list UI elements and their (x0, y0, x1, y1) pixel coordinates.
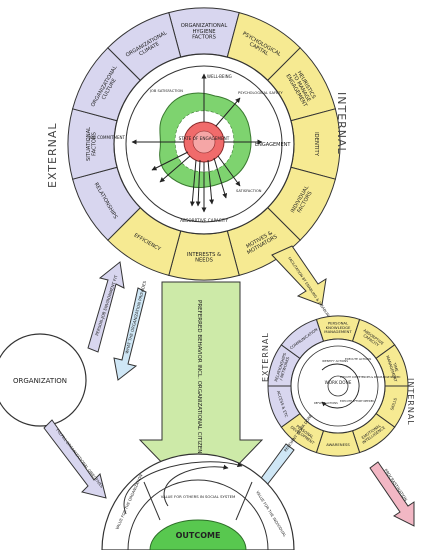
main-internal-label: INTERNAL (335, 92, 348, 155)
objectives-arrow: FULFILL ORGANIZATIONAL OBJECTIVES (43, 419, 107, 499)
work-inner-2: EXECUTE COMPETENCIES & KNOWLEDGE NEEDED (340, 376, 400, 379)
main-segment-label: SITUATIONALFACTORS (86, 127, 98, 161)
return-arrow-1 (163, 464, 229, 507)
fit-label: PERSON-JOB ENVIRONMENT FIT (94, 274, 119, 336)
provides-arrow: WHAT THE ORGANIZATION PROVIDES (113, 280, 147, 381)
main-segment-label: INTERESTS &NEEDS (187, 252, 221, 264)
engagement-pink-core (192, 130, 216, 154)
objectives-label: FULFILL ORGANIZATIONAL OBJECTIVES (55, 428, 105, 490)
work-inner-1: EXECUTE ACTIONS (345, 357, 371, 361)
label-well-being: WELL-BEING (207, 74, 232, 79)
work-inner-4: REFLECT ACTIONS (314, 401, 338, 405)
work-cycle-arrow (321, 363, 360, 409)
work-segment-label: AWARENESS (326, 442, 350, 447)
work-inner-0: IDENTIFY ACTIONS (322, 359, 348, 363)
label-absorptive-capacity: ABSORPTIVE CAPACITY (180, 218, 228, 223)
work-segment-label: SKILLS (389, 397, 398, 411)
label-psychological-safety: PSYCHOLOGICAL SAFETY (238, 91, 283, 95)
core-label: STATE OF ENGAGEMENT (179, 136, 230, 141)
preferred-behavior-label: PREFERRED BEHAVIOR INCL. ORGANIZATIONAL … (196, 300, 202, 496)
provides-label: WHAT THE ORGANIZATION PROVIDES (124, 280, 147, 354)
fit-arrow: PERSON-JOB ENVIRONMENT FIT (87, 261, 125, 353)
outcome-core (149, 519, 247, 550)
work-internal-label: INTERNAL (406, 378, 415, 426)
organization-node: ORGANIZATION (0, 333, 87, 427)
outcome-arc-1: VALUE FOR OTHERS IN SOCIAL SYSTEM (161, 494, 236, 499)
outcome-inner-ring (127, 479, 269, 550)
main-external-label: EXTERNAL (46, 123, 59, 189)
outcome-label: OUTCOME (176, 531, 221, 540)
return-arrow-2 (123, 461, 243, 515)
work-core (327, 375, 349, 397)
label-engagement: ENGAGEMENT (255, 142, 291, 148)
outcome: OUTCOME VALUE FOR THE ORGANIZATION VALUE… (101, 453, 295, 550)
outcome-divider-2 (235, 481, 253, 521)
work-done-label: WORK DONE (325, 380, 352, 385)
label-job-satisfaction: JOB SATISFACTION (149, 89, 183, 93)
label-satisfaction: SATISFACTION (236, 189, 262, 193)
outcome-divider-1 (143, 481, 161, 521)
work-inner-3: EXECUTE EFFORT NEEDED (340, 399, 374, 403)
outcome-outer (101, 453, 295, 550)
main-segment-label: IDENTITY (313, 132, 319, 157)
main-axes (131, 73, 263, 213)
work-external-label: EXTERNAL (261, 332, 270, 382)
procrastination-arrow: PROCRASTINATION (369, 461, 415, 527)
label-job-commitment: JOB COMMITMENT (88, 135, 126, 140)
organization-label: ORGANIZATION (13, 377, 67, 385)
